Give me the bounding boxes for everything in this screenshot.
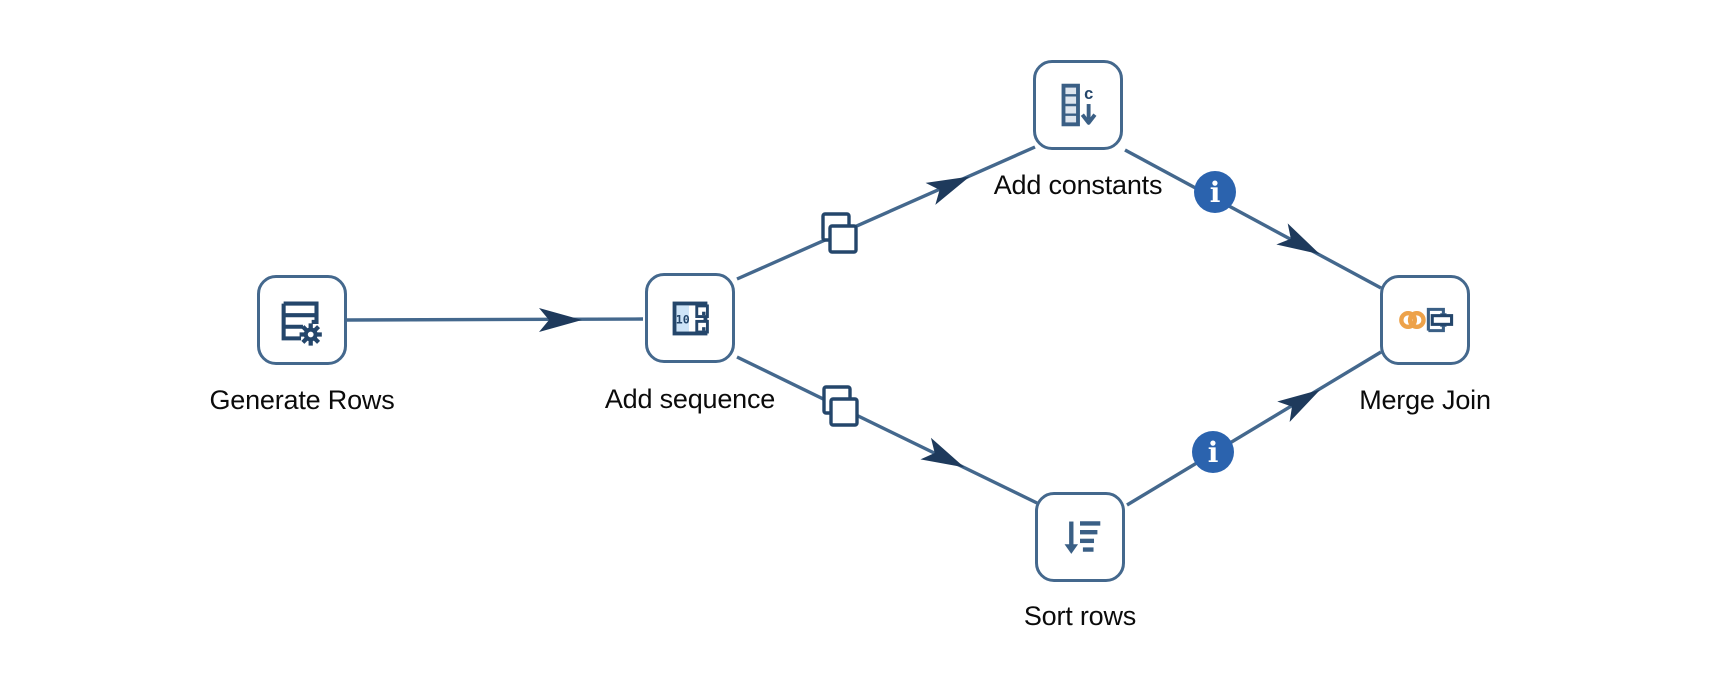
hop-generate-rows-to-add-sequence[interactable]: [346, 308, 644, 332]
transform-label-sort-rows: Sort rows: [1023, 601, 1137, 631]
hop-arrowhead: [920, 437, 965, 468]
transform-label-add-constants: Add constants: [993, 170, 1163, 200]
transform-node-merge-join[interactable]: [1380, 275, 1470, 365]
transform-label-generate-rows: Generate Rows: [209, 385, 395, 415]
join-rings-icon: [1399, 307, 1454, 333]
transform-node-add-constants[interactable]: c: [1033, 60, 1123, 150]
transform-label-merge-join: Merge Join: [1359, 385, 1491, 415]
info-badge-icon[interactable]: i: [1192, 431, 1234, 473]
sequence-counter-icon: 10: [672, 301, 709, 336]
column-constant-icon: c: [1061, 83, 1097, 127]
transform-node-sort-rows[interactable]: [1035, 492, 1125, 582]
gear-icon: [299, 323, 322, 346]
hop-arrowhead: [925, 176, 970, 205]
hop-add-constants-to-merge-join[interactable]: i: [1124, 148, 1382, 290]
chain-rings-icon: [1399, 311, 1426, 329]
copy-rows-icon[interactable]: [821, 212, 858, 254]
transform-node-add-sequence[interactable]: 10: [645, 273, 735, 363]
sequence-value: 10: [676, 312, 690, 326]
hop-arrowhead: [539, 308, 582, 332]
transform-node-generate-rows[interactable]: [257, 275, 347, 365]
hop-sort-rows-to-merge-join[interactable]: i: [1126, 350, 1382, 507]
transform-label-add-sequence: Add sequence: [604, 384, 776, 414]
table-gear-icon: [281, 301, 322, 346]
constant-letter: c: [1084, 85, 1093, 103]
info-glyph: i: [1208, 436, 1219, 469]
info-glyph: i: [1210, 176, 1221, 209]
hop-add-sequence-to-sort-rows[interactable]: [736, 355, 1038, 505]
hop-arrowhead: [1277, 389, 1321, 423]
hop-add-sequence-to-add-constants[interactable]: [736, 145, 1036, 281]
copy-rows-icon[interactable]: [822, 385, 859, 427]
info-badge-icon[interactable]: i: [1194, 171, 1236, 213]
hop-arrowhead: [1276, 223, 1320, 255]
sort-descending-icon: [1064, 521, 1101, 554]
